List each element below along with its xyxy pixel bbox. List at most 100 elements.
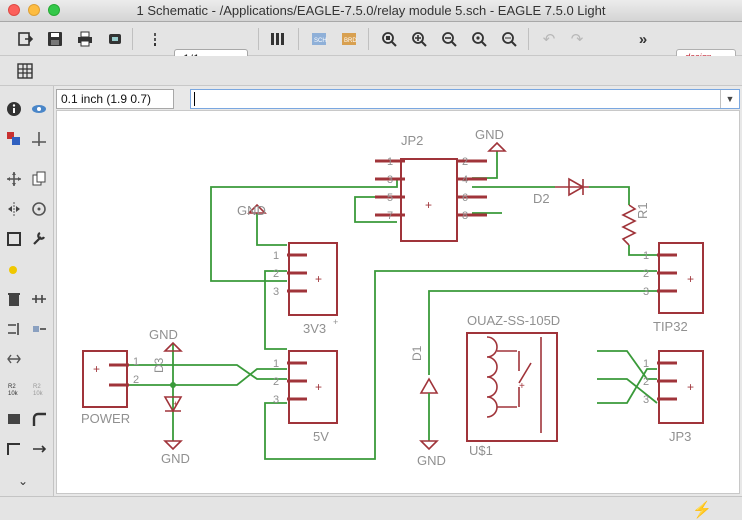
layer-settings-icon[interactable] [266, 28, 288, 50]
info-icon[interactable] [3, 98, 25, 120]
redo-icon[interactable]: ↷ [570, 31, 584, 48]
paste-icon[interactable] [3, 258, 25, 280]
sch-board-switch-icon[interactable]: SCH [308, 28, 330, 50]
svg-text:2: 2 [273, 376, 279, 388]
toolbar-overflow-icon[interactable]: » [638, 30, 648, 48]
rotate-icon[interactable] [28, 198, 50, 220]
d1-diode[interactable]: D1 [410, 345, 439, 441]
delete-icon[interactable] [3, 288, 25, 310]
svg-text:3: 3 [273, 286, 279, 298]
sheet-icon[interactable] [144, 28, 166, 50]
relay-ouaz-ss-105d[interactable]: + OUAZ-SS-105D U$1 [466, 313, 560, 458]
replace-icon[interactable] [3, 348, 25, 370]
close-window-button[interactable] [8, 4, 20, 16]
svg-text:1: 1 [133, 356, 139, 368]
svg-text:3V3: 3V3 [303, 321, 326, 336]
svg-text:1: 1 [643, 358, 649, 370]
power-bolt-icon[interactable]: ⚡ [692, 502, 712, 519]
d2-diode[interactable]: D2 [533, 177, 589, 206]
svg-text:5: 5 [387, 192, 393, 204]
zoom-fit-icon[interactable] [378, 28, 400, 50]
svg-text:8: 8 [462, 210, 468, 222]
svg-text:1: 1 [273, 250, 279, 262]
grid-toolbar [0, 56, 742, 86]
svg-text:+: + [315, 272, 322, 286]
coordinate-display: 0.1 inch (1.9 0.7) [56, 89, 174, 109]
zoom-window-button[interactable] [48, 4, 60, 16]
schematic-drawing[interactable]: JP2 1 2 3 4 5 6 7 8 + GND D2 R1 1 2 3 + … [57, 111, 740, 494]
svg-text:5V: 5V [313, 429, 329, 444]
zoom-redraw-icon[interactable] [468, 28, 490, 50]
brd-icon[interactable]: BRD [338, 28, 360, 50]
add-icon[interactable] [28, 288, 50, 310]
r1-resistor[interactable]: R1 [621, 202, 650, 246]
jp2-connector[interactable]: JP2 1 2 3 4 5 6 7 8 + [375, 133, 487, 242]
wire-icon[interactable] [3, 438, 25, 460]
gnd-symbol-3v3: GND [237, 203, 267, 218]
gateswap-icon[interactable] [28, 318, 50, 340]
svg-text:+: + [687, 272, 694, 286]
svg-text:+: + [315, 380, 322, 394]
change-icon[interactable] [28, 228, 50, 250]
undo-icon[interactable]: ↶ [542, 31, 556, 48]
command-input[interactable]: ▼ [190, 89, 740, 109]
svg-text:GND: GND [475, 127, 504, 142]
window-title: 1 Schematic - /Applications/EAGLE-7.5.0/… [136, 3, 606, 18]
svg-text:3: 3 [643, 394, 649, 406]
mirror-icon[interactable] [3, 198, 25, 220]
title-bar: 1 Schematic - /Applications/EAGLE-7.5.0/… [0, 0, 742, 22]
zoom-select-icon[interactable] [498, 28, 520, 50]
power-header[interactable]: 1 2 + POWER [81, 350, 139, 426]
miter-icon[interactable] [28, 408, 50, 430]
zoom-in-icon[interactable] [408, 28, 430, 50]
split-icon[interactable] [3, 408, 25, 430]
open-icon[interactable] [14, 28, 36, 50]
status-bar: ⚡ [0, 496, 742, 520]
svg-text:1: 1 [387, 156, 393, 168]
copy-icon[interactable] [28, 168, 50, 190]
mark-icon[interactable] [28, 128, 50, 150]
group-icon[interactable] [3, 228, 25, 250]
print-icon[interactable] [74, 28, 96, 50]
svg-text:1: 1 [643, 250, 649, 262]
move-icon[interactable] [3, 168, 25, 190]
svg-text:7: 7 [387, 210, 393, 222]
svg-text:+: + [519, 381, 525, 392]
cam-icon[interactable] [104, 28, 126, 50]
5v-header[interactable]: 1 2 3 + 5V [273, 350, 338, 444]
svg-text:2: 2 [273, 268, 279, 280]
gnd-symbol-d1: GND [417, 440, 446, 468]
schematic-canvas[interactable]: JP2 1 2 3 4 5 6 7 8 + GND D2 R1 1 2 3 + … [56, 110, 740, 494]
svg-text:U$1: U$1 [469, 443, 493, 458]
more-tools-icon[interactable]: ⌄ [17, 474, 29, 488]
svg-text:1: 1 [273, 358, 279, 370]
zoom-out-icon[interactable] [438, 28, 460, 50]
gnd-symbol-power-bottom: GND [161, 440, 190, 466]
d3-diode[interactable]: + D3 [152, 357, 183, 413]
minimize-window-button[interactable] [28, 4, 40, 16]
grid-icon[interactable] [14, 60, 36, 82]
tip32-header[interactable]: 1 2 3 + TIP32 [643, 242, 704, 334]
svg-text:POWER: POWER [81, 411, 130, 426]
svg-text:+: + [93, 362, 100, 376]
svg-text:GND: GND [417, 453, 446, 468]
svg-text:R1: R1 [635, 202, 650, 219]
jp3-header[interactable]: 1 2 3 + JP3 [643, 350, 704, 444]
show-icon[interactable] [28, 98, 50, 120]
3v3-header[interactable]: 1 2 3 + 3V3 + [273, 242, 338, 336]
svg-text:2: 2 [133, 374, 139, 386]
junction [170, 382, 176, 388]
optimize-icon[interactable] [28, 438, 50, 460]
chevron-down-icon[interactable]: ▼ [720, 90, 739, 108]
display-icon[interactable] [3, 128, 25, 150]
svg-text:R2: R2 [8, 384, 16, 390]
pinswap-icon[interactable] [3, 318, 25, 340]
save-icon[interactable] [44, 28, 66, 50]
svg-text:GND: GND [237, 203, 266, 218]
svg-text:+: + [425, 198, 432, 212]
svg-text:3: 3 [643, 286, 649, 298]
svg-text:OUAZ-SS-105D: OUAZ-SS-105D [467, 313, 560, 328]
